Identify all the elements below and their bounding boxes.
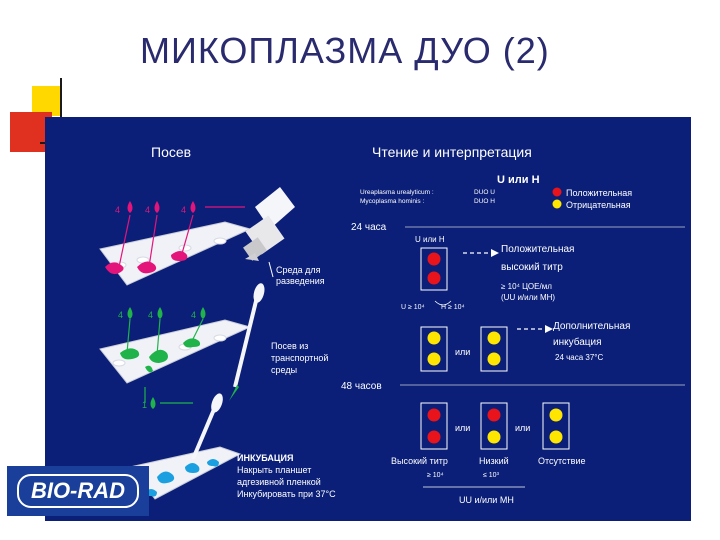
high-titer-label: Высокий титр <box>391 456 448 466</box>
drop-label: 4 <box>118 310 123 320</box>
or-label: или <box>515 423 530 433</box>
hours-48-label: 48 часов <box>341 381 382 392</box>
well-high-48h <box>420 402 448 450</box>
duo-h: DUO H <box>474 198 495 205</box>
positive-high-2: высокий титр <box>501 262 563 273</box>
seed-label-2: транспортной <box>271 353 328 363</box>
green-drops: 4 4 4 <box>118 307 206 403</box>
legend-negative-dot <box>552 199 562 209</box>
well-negative-b <box>480 326 508 372</box>
seed-label-3: среды <box>271 365 297 375</box>
drop-label: 4 <box>145 205 150 215</box>
or-label: или <box>455 423 470 433</box>
well-positive-24h <box>420 247 448 291</box>
hours-24-label: 24 часа <box>351 222 387 233</box>
ge-104-label: ≥ 10⁴ <box>427 472 444 479</box>
green-samples <box>120 338 201 373</box>
reading-heading: Чтение и интерпретация <box>372 144 532 160</box>
species-mycoplasma: Mycoplasma hominis : <box>360 198 424 205</box>
threshold-brace <box>434 300 452 306</box>
incubation-title: ИНКУБАЦИЯ <box>237 453 293 463</box>
arrow-head-icon <box>491 249 499 257</box>
legend-positive: Положительная <box>566 188 632 198</box>
pink-drops: 4 4 4 <box>115 201 245 268</box>
duo-u: DUO U <box>474 189 495 196</box>
drop-label: 4 <box>181 205 186 215</box>
bio-rad-logo: BIO-RAD <box>7 466 149 516</box>
diluent-bottle-icon <box>243 187 295 261</box>
u-or-h-small: U или H <box>415 235 445 244</box>
well-absent-48h <box>542 402 570 450</box>
additional-1: Дополнительная <box>553 321 630 332</box>
absent-label: Отсутствие <box>538 456 585 466</box>
dropper-icon <box>191 393 223 460</box>
legend-positive-dot <box>552 187 562 197</box>
uu-mh-label: UU и/или MH <box>459 495 514 505</box>
diagram-svg: Посев Чтение и интерпретация 4 4 4 Среда… <box>99 144 685 505</box>
legend-negative: Отрицательная <box>566 200 631 210</box>
threshold-h: H ≥ 10⁴ <box>441 304 465 311</box>
units-2: (UU и/или MH) <box>501 293 555 302</box>
positive-high-1: Положительная <box>501 244 574 255</box>
additional-2: инкубация <box>553 336 602 348</box>
well-negative-a <box>420 326 448 372</box>
or-label: или <box>455 347 470 357</box>
incubation-line: адгезивной пленкой <box>237 477 321 487</box>
arrow-head-icon <box>545 325 553 333</box>
pipette-icon <box>229 283 265 401</box>
seed-label-1: Посев из <box>271 341 308 351</box>
decor-yellow-square <box>32 86 62 116</box>
drop-label: 4 <box>148 310 153 320</box>
le-103-label: ≤ 10³ <box>483 472 500 479</box>
diluent-label-2: разведения <box>276 276 325 286</box>
incubation-line: Накрыть планшет <box>237 465 311 475</box>
threshold-u: U ≥ 10⁴ <box>401 304 425 311</box>
drop-label: 4 <box>115 205 120 215</box>
diagram-panel: Посев Чтение и интерпретация 4 4 4 Среда… <box>45 117 691 521</box>
cyan-drop: 1 <box>142 397 193 410</box>
units-1: ≥ 10⁴ ЦОЕ/мл <box>501 282 552 291</box>
well-low-48h <box>480 402 508 450</box>
u-or-h-header: U или H <box>497 174 540 186</box>
seeding-heading: Посев <box>151 144 191 160</box>
logo-text: BIO-RAD <box>16 474 140 508</box>
incubation-line: Инкубировать при 37°С <box>237 489 336 499</box>
diluent-label-1: Среда для <box>276 265 321 275</box>
drop-label: 1 <box>142 400 147 410</box>
species-ureaplasma: Ureaplasma urealyticum : <box>360 189 434 196</box>
low-label: Низкий <box>479 456 509 466</box>
slide-title: МИКОПЛАЗМА ДУО (2) <box>140 30 550 71</box>
drop-label: 4 <box>191 310 196 320</box>
additional-3: 24 часа 37°С <box>555 353 604 362</box>
